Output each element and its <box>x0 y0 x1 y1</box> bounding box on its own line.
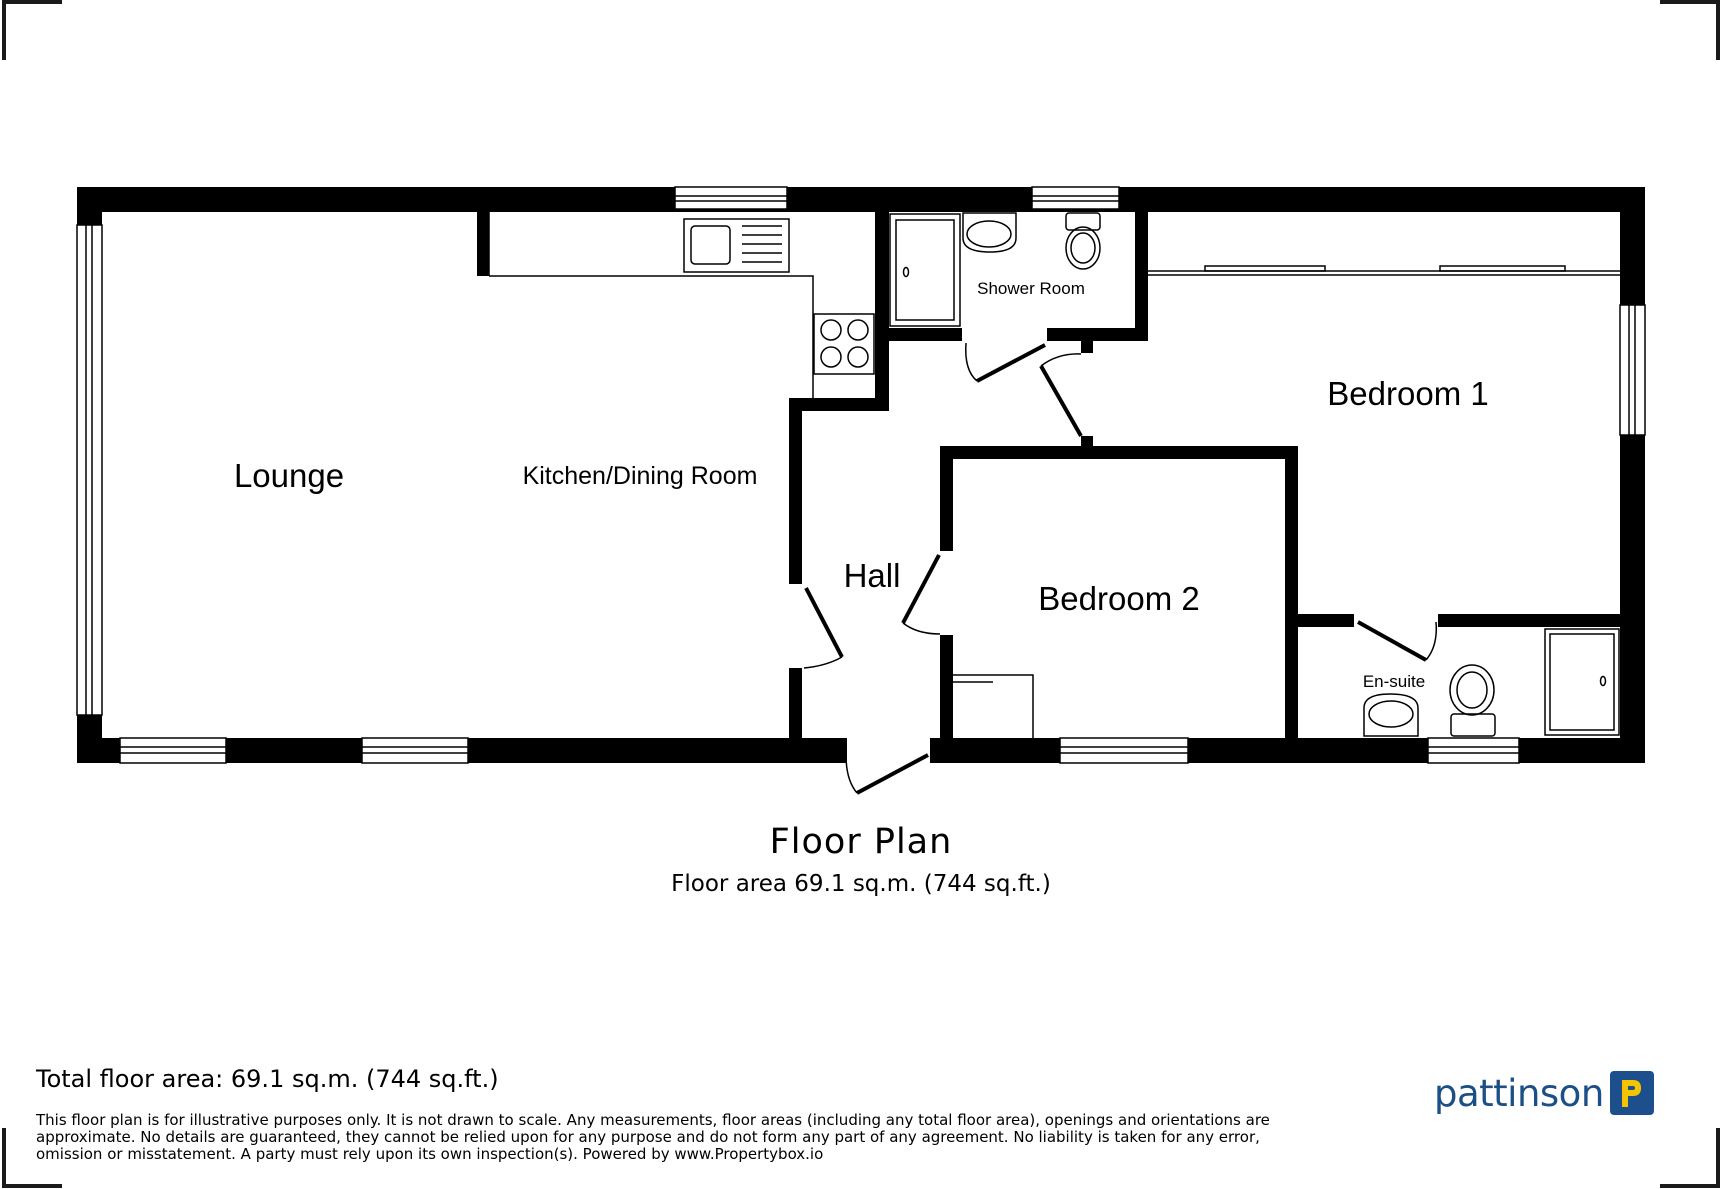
doors <box>803 342 1438 795</box>
room-label-lounge: Lounge <box>234 457 344 494</box>
toilet-icon <box>1065 212 1101 270</box>
brand-p-icon <box>1609 1071 1654 1115</box>
ensuite-toilet-icon <box>1449 664 1496 737</box>
window-lounge-south-2 <box>361 737 469 764</box>
ensuite-basin-icon <box>1363 693 1419 737</box>
window-lounge-south-1 <box>119 737 227 764</box>
window-ensuite-south <box>1427 737 1520 764</box>
door-shower <box>964 342 1046 383</box>
room-label-kitchen: Kitchen/Dining Room <box>523 462 758 490</box>
brand-logo: pattinson <box>1434 1070 1654 1116</box>
sink-icon <box>683 218 790 273</box>
fixtures <box>488 208 1620 738</box>
room-label-bedroom1: Bedroom 1 <box>1327 375 1488 412</box>
cupboard <box>953 674 1034 738</box>
ensuite-shower-icon <box>1544 628 1620 736</box>
window-shower-north <box>1031 186 1120 210</box>
window-lounge-west <box>76 224 103 716</box>
hob-icon <box>813 313 875 375</box>
room-label-ensuite: En-suite <box>1363 672 1425 691</box>
kitchen-worktop <box>488 208 814 398</box>
door-kitchen-hall <box>803 587 844 669</box>
door-ensuite <box>1357 620 1438 662</box>
door-bedroom2 <box>901 554 941 635</box>
room-label-shower: Shower Room <box>977 279 1085 298</box>
brand-name: pattinson <box>1434 1071 1604 1115</box>
door-front <box>845 753 929 795</box>
windows <box>76 186 1646 764</box>
plan-title: Floor Plan <box>769 822 953 862</box>
wardrobe <box>1148 265 1620 276</box>
disclaimer-text: This floor plan is for illustrative purp… <box>36 1111 1270 1163</box>
window-bedroom1-east <box>1619 304 1646 436</box>
interior-walls <box>477 208 1620 738</box>
p-glyph-icon <box>1621 1080 1641 1107</box>
window-kitchen-north <box>674 186 788 210</box>
total-floor-area: Total floor area: 69.1 sq.m. (744 sq.ft.… <box>36 1065 499 1093</box>
window-bedroom2-south <box>1059 737 1189 764</box>
room-label-bedroom2: Bedroom 2 <box>1038 580 1199 617</box>
room-label-hall: Hall <box>844 557 901 594</box>
plan-subtitle: Floor area 69.1 sq.m. (744 sq.ft.) <box>671 871 1051 897</box>
washbasin-icon <box>962 212 1017 253</box>
door-bedroom1 <box>1039 353 1083 437</box>
shower-tray-icon <box>889 213 961 327</box>
